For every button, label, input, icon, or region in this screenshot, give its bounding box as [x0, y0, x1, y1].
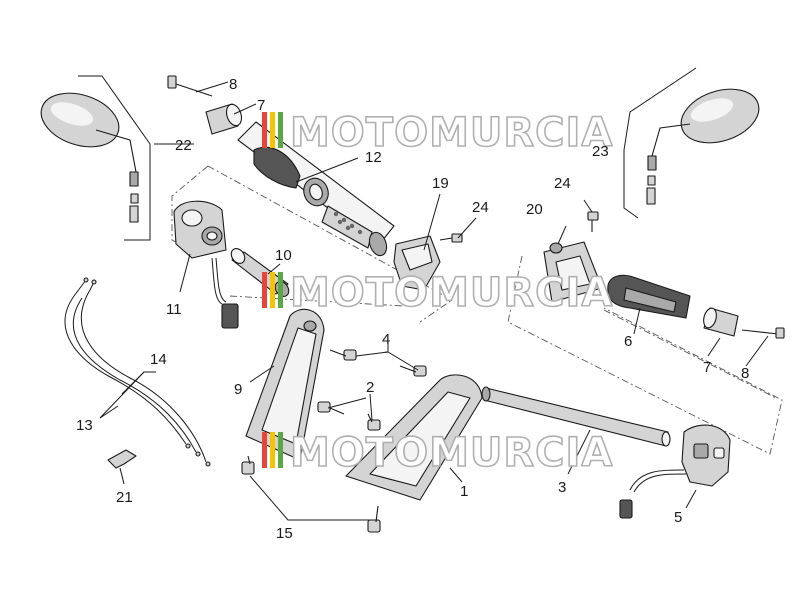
clamp-screws [317, 401, 381, 431]
callout-24: 24 [472, 199, 489, 216]
callout-12: 12 [365, 149, 382, 166]
callout-20: 20 [526, 201, 543, 218]
bar-end-weight-left [205, 103, 243, 135]
bar-end-screw-left [167, 75, 213, 97]
callout-5: 5 [674, 509, 682, 526]
callout-7: 7 [703, 359, 711, 376]
callout-11: 11 [166, 301, 182, 318]
callout-14: 14 [150, 351, 167, 368]
callout-13: 13 [76, 417, 93, 434]
part-callouts: 8 7 12 22 19 24 10 11 23 24 20 4 2 9 14 … [76, 76, 749, 542]
riser-screws [329, 349, 427, 377]
assembly-outline-left [171, 165, 453, 323]
right-switch-unit [619, 424, 731, 519]
watermark-middle: MOTOMURCIA [262, 269, 613, 317]
callout-3: 3 [558, 479, 566, 496]
throttle-housing [393, 235, 441, 291]
callout-15: 15 [276, 525, 293, 542]
callout-2: 2 [366, 379, 374, 396]
leader-lines [99, 81, 769, 521]
callout-22: 22 [175, 137, 192, 154]
callout-8: 8 [229, 76, 237, 93]
callout-6: 6 [624, 333, 632, 350]
watermark-bottom: MOTOMURCIA [262, 429, 613, 477]
screw-24-right [587, 211, 599, 232]
throttle-grip-left [237, 121, 395, 257]
mounting-bolts [241, 455, 381, 533]
watermark-text: MOTOMURCIA [290, 110, 613, 156]
callout-4: 4 [382, 331, 390, 348]
callout-24: 24 [554, 175, 571, 192]
callout-9: 9 [234, 381, 242, 398]
callout-8: 8 [741, 365, 749, 382]
left-switch-unit [173, 200, 239, 329]
handlebar-clamp-bracket [345, 374, 483, 501]
callout-21: 21 [116, 489, 133, 506]
callout-10: 10 [275, 247, 292, 264]
watermark-top: MOTOMURCIA [262, 109, 613, 157]
handlebar-riser-left [245, 308, 325, 461]
right-grip [607, 274, 691, 319]
bar-end-weight-right [703, 307, 739, 337]
watermark-text: MOTOMURCIA [290, 430, 613, 476]
callout-23: 23 [592, 143, 609, 160]
callout-1: 1 [460, 483, 468, 500]
cable-clip [107, 449, 137, 469]
watermark-text: MOTOMURCIA [290, 270, 613, 316]
left-mirror [40, 75, 151, 241]
throttle-cables [64, 277, 211, 467]
callout-7: 7 [257, 97, 265, 114]
bar-end-screw-right [741, 327, 785, 339]
assembly-outline-right [507, 255, 783, 455]
right-mirror [623, 67, 760, 219]
screw-24-left [439, 233, 463, 243]
right-switch-housing [543, 241, 603, 303]
handlebar-tube [481, 386, 671, 447]
callout-19: 19 [432, 175, 449, 192]
